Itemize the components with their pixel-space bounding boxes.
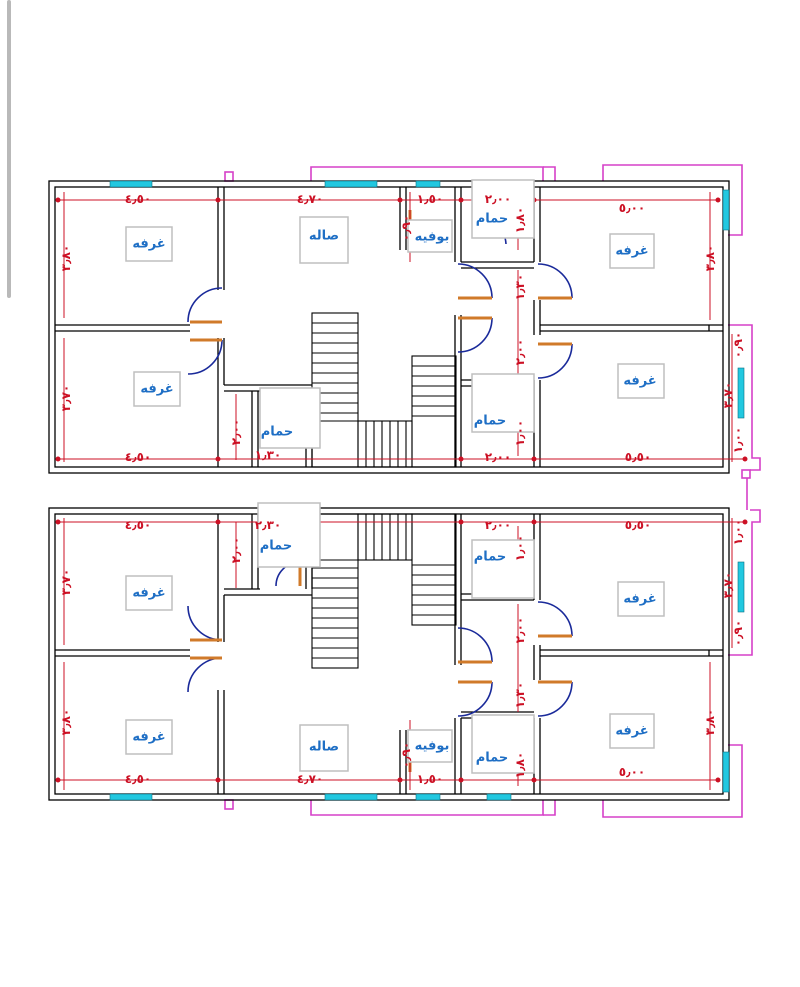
top-plan-dimension-lines (55, 192, 748, 462)
dim-label: ٠٫٩٠ (399, 742, 413, 768)
balcony-outlines (224, 164, 761, 818)
dim-label: ٢٫٠٠ (513, 617, 527, 643)
dim-label: ١٫٣٠ (513, 682, 527, 708)
top-plan-dimension-labels: ٤٫٥٠ ٤٫٧٠ ١٫٥٠ ٢٫٠٠ ٥٫٠٠ ٤٫٥٠ ١٫٣٠ ٢٫٠٠ … (59, 192, 745, 464)
room-label-hammam: حمام (476, 751, 509, 766)
dim-label: ١٫٠٠ (731, 427, 745, 453)
dim-label: ٥٫٠٠ (619, 765, 645, 779)
room-label-ghurfa: غرفه (623, 374, 656, 389)
room-label-ghurfa: غرفه (140, 382, 173, 397)
top-plan-walls (48, 180, 730, 474)
dim-label: ٤٫٥٠ (125, 450, 151, 464)
dim-label: ٤٫٥٠ (125, 772, 151, 786)
scroll-indicator[interactable] (7, 0, 11, 298)
dim-label: ٠٫٩٠ (731, 620, 745, 646)
bottom-plan-stairs (311, 513, 457, 669)
dim-label: ٣٫٧٠ (59, 569, 73, 595)
room-label-sala: صاله (309, 740, 339, 755)
room-label-boxes (125, 179, 665, 774)
dim-label: ٤٫٧٠ (297, 192, 323, 206)
dim-label: ١٫٠٠ (731, 519, 745, 545)
dim-label: ٠٫٩٠ (399, 215, 413, 241)
room-label-ghurfa: غرفه (132, 586, 165, 601)
dim-label: ١٫٥٠ (417, 192, 443, 206)
bottom-plan-windows (109, 561, 745, 801)
dim-label: ٣٫٧٠ (721, 572, 735, 598)
room-label-ghurfa: غرفه (615, 244, 648, 259)
dim-label: ١٫٨٠ (513, 207, 527, 233)
dim-label: ٤٫٧٠ (297, 772, 323, 786)
room-label-hammam: حمام (474, 550, 507, 565)
dim-label: ١٫٥٠ (417, 772, 443, 786)
dim-label: ٣٫٨٠ (59, 245, 73, 271)
dim-label: ٢٫٠٠ (485, 518, 511, 532)
dim-label: ٥٫٠٠ (619, 201, 645, 215)
dim-label: ٣٫٨٠ (703, 709, 717, 735)
room-label-ghurfa: غرفه (132, 730, 165, 745)
dim-label: ١٫٠٠ (513, 420, 527, 446)
room-label-hammam: حمام (261, 425, 294, 440)
dim-label: ٤٫٥٠ (125, 518, 151, 532)
room-label-ghurfa: غرفه (615, 724, 648, 739)
dim-label: ٢٫٠٠ (485, 192, 511, 206)
dim-label: ١٫٣٠ (513, 274, 527, 300)
dim-label: ٣٫٧٠ (721, 382, 735, 408)
dim-label: ٤٫٥٠ (125, 192, 151, 206)
dim-label: ٥٫٥٠ (625, 518, 651, 532)
dim-label: ٣٫٧٠ (59, 385, 73, 411)
dim-label: ٠٫٩٠ (731, 332, 745, 358)
dim-label: ٣٫٨٠ (59, 709, 73, 735)
room-label-hammam: حمام (476, 212, 509, 227)
dim-label: ٥٫٥٠ (625, 450, 651, 464)
dim-label: ١٫٣٠ (255, 448, 281, 462)
room-label-hammam: حمام (260, 539, 293, 554)
dim-label: ١٫٨٠ (513, 752, 527, 778)
room-label-hammam: حمام (474, 414, 507, 429)
dim-label: ٢٫٠٠ (229, 419, 243, 445)
dim-label: ٢٫٠٠ (229, 537, 243, 563)
bottom-plan-walls (48, 507, 730, 801)
bottom-plan-dimension-labels: ٤٫٥٠ ٢٫٣٠ ٢٫٠٠ ٥٫٥٠ ٤٫٥٠ ٤٫٧٠ ١٫٥٠ ٥٫٠٠ … (59, 518, 745, 786)
room-label-ghurfa: غرفه (623, 592, 656, 607)
top-plan-stairs (311, 312, 457, 468)
room-label-bufia: بوفيه (415, 739, 450, 754)
dim-label: ٣٫٨٠ (703, 245, 717, 271)
dim-label: ١٫٠٠ (513, 535, 527, 561)
room-labels: غرفه صاله بوفيه حمام غرفه غرفه غرفه حمام… (132, 212, 656, 766)
room-label-ghurfa: غرفه (132, 237, 165, 252)
dim-label: ٢٫٠٠ (513, 339, 527, 365)
room-label-bufia: بوفيه (415, 230, 450, 245)
room-label-sala: صاله (309, 229, 339, 244)
dim-label: ٢٫٠٠ (485, 450, 511, 464)
dim-label: ٢٫٣٠ (255, 518, 281, 532)
